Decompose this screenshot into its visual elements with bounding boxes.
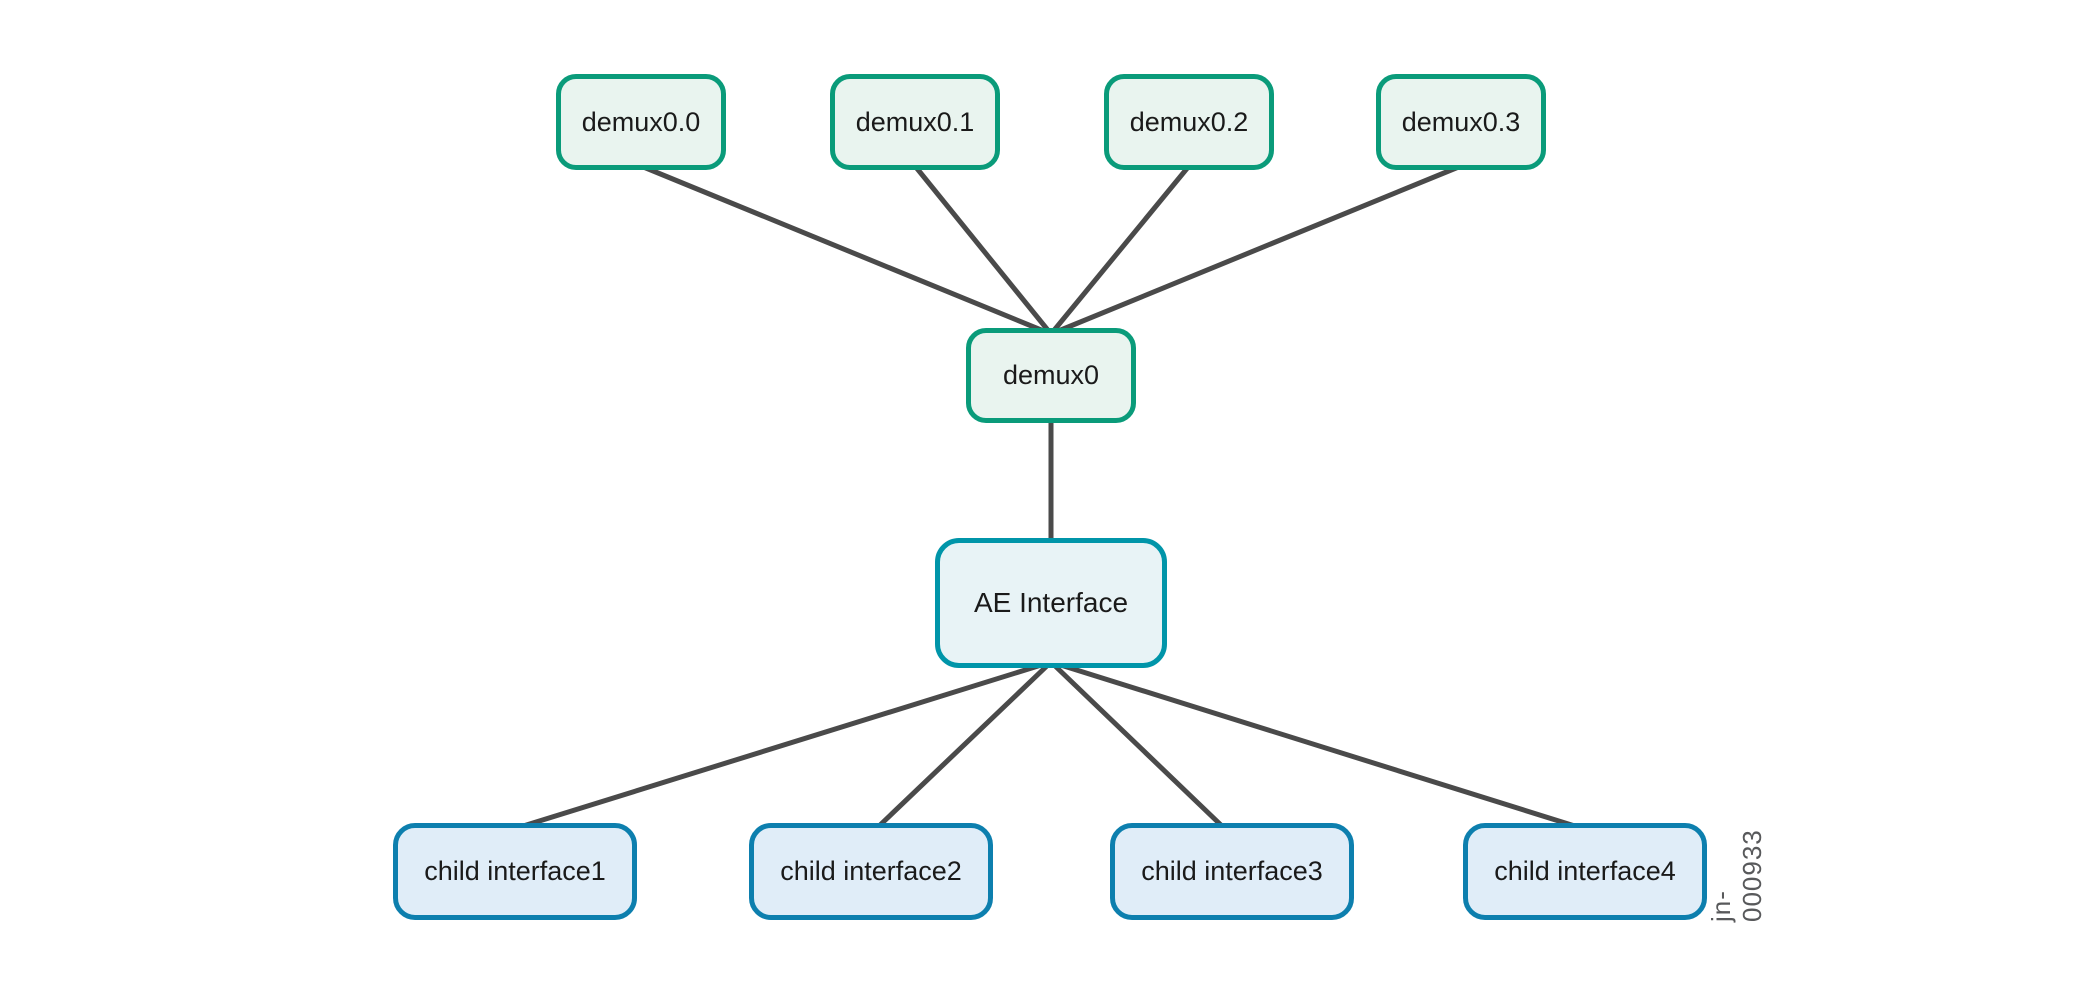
node-demux0-0-label: demux0.0 — [581, 106, 701, 137]
figure-id-label: jn-000933 — [1706, 829, 1767, 922]
node-demux0-0: demux0.0 — [556, 74, 726, 170]
node-demux0-3-label: demux0.3 — [1401, 106, 1521, 137]
node-demux0-2: demux0.2 — [1104, 74, 1274, 170]
node-demux0-label: demux0 — [1002, 360, 1100, 390]
node-child-interface4-label: child interface4 — [1494, 856, 1676, 886]
node-demux0-3: demux0.3 — [1376, 74, 1546, 170]
node-child-interface3: child interface3 — [1110, 823, 1354, 920]
edge-ae-to-child4 — [1048, 659, 1581, 830]
edge-demux0-1-to-demux0 — [912, 163, 1054, 337]
node-ae-interface-label: AE Interface — [973, 587, 1129, 618]
edge-demux0-2-to-demux0 — [1048, 163, 1192, 337]
node-demux0-1: demux0.1 — [830, 74, 1000, 170]
edge-ae-to-child2 — [875, 659, 1054, 830]
node-child-interface1-label: child interface1 — [424, 856, 606, 886]
node-child-interface1: child interface1 — [393, 823, 637, 920]
edge-ae-to-child1 — [517, 659, 1054, 830]
node-child-interface4: child interface4 — [1463, 823, 1707, 920]
node-child-interface2: child interface2 — [749, 823, 993, 920]
edge-demux0-3-to-demux0 — [1048, 163, 1464, 337]
node-demux0-1-label: demux0.1 — [855, 106, 975, 137]
edge-demux0-0-to-demux0 — [638, 163, 1054, 337]
node-child-interface3-label: child interface3 — [1141, 856, 1323, 886]
node-ae-interface: AE Interface — [935, 538, 1167, 668]
node-demux0: demux0 — [966, 328, 1136, 423]
edge-ae-to-child3 — [1048, 659, 1226, 830]
node-demux0-2-label: demux0.2 — [1129, 106, 1249, 137]
node-child-interface2-label: child interface2 — [780, 856, 962, 886]
